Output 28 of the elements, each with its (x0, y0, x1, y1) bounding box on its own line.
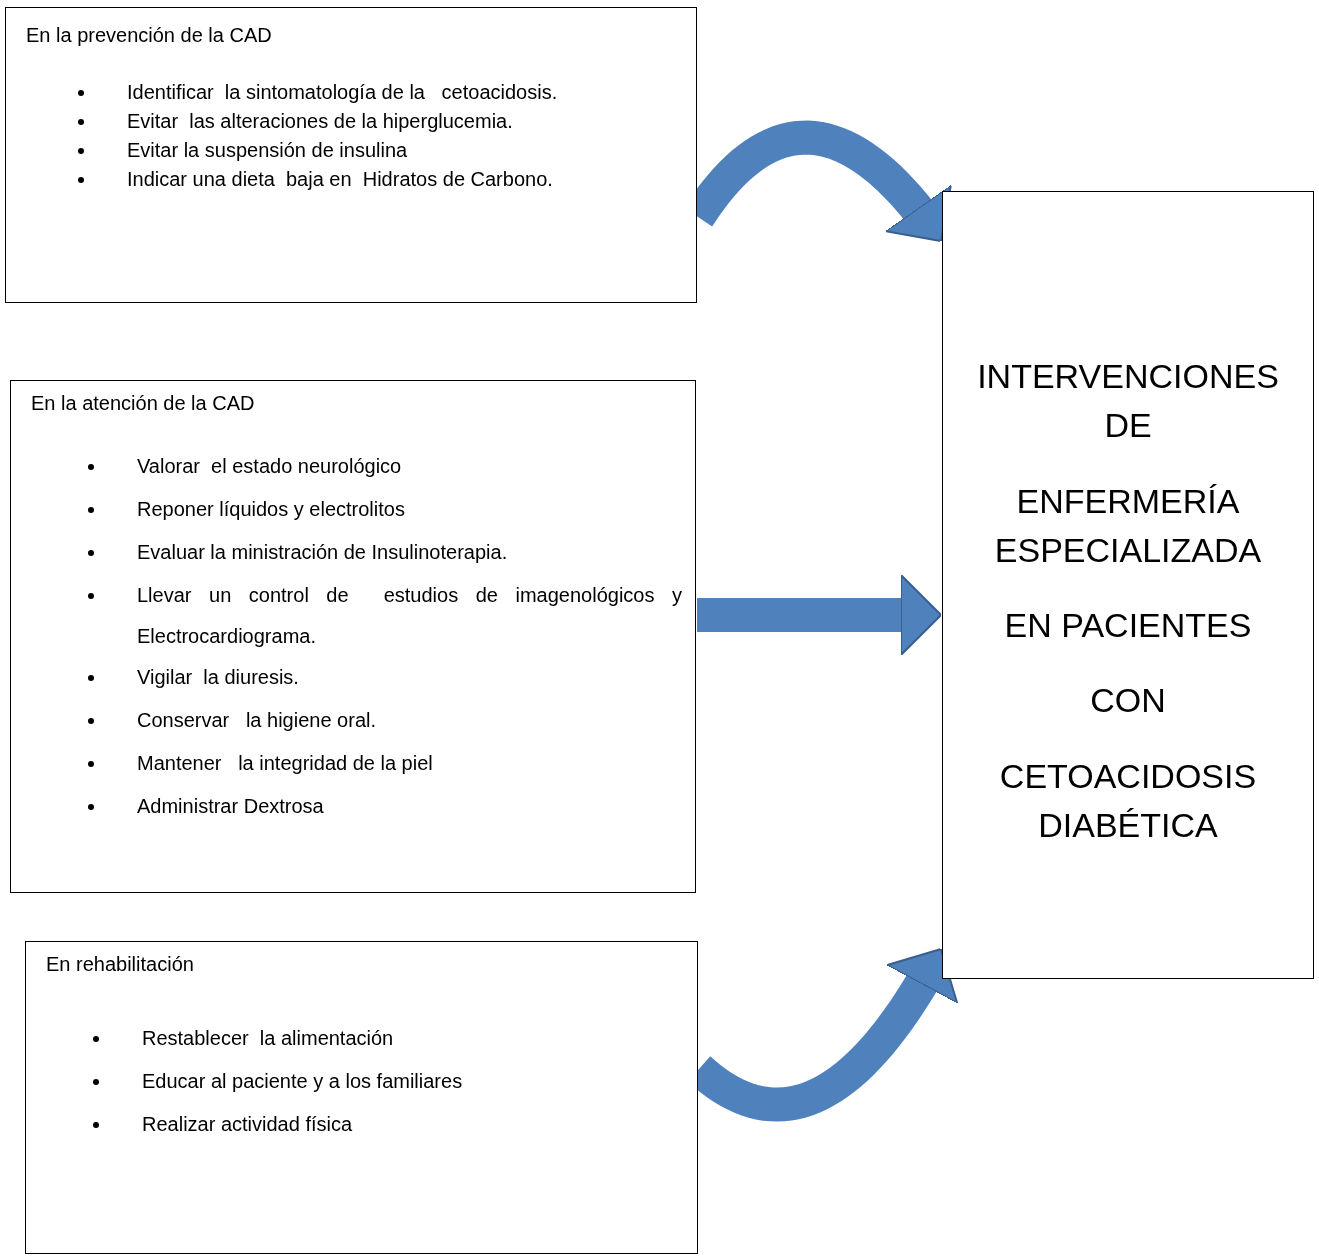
list-item-text: Reponer líquidos y electrolitos (137, 497, 406, 522)
list-item-text: Llevar un control de estudios de imagenológicos y Electrocardiograma. (137, 583, 682, 649)
title-text: ENFERMERÍA ESPECIALIZADA (993, 480, 1263, 571)
list-item-text: Evitar la suspensión de insulina (127, 138, 409, 163)
list-item-text: Conservar la higiene oral. (137, 708, 377, 733)
list-item-text: Indicar una dieta baja en Hidratos de Carbono. (127, 167, 554, 192)
list-item-text: Mantener la integridad de la piel (137, 751, 434, 776)
title-text: INTERVENCIONES DE (976, 356, 1280, 447)
list-item-text: Administrar Dextrosa (137, 794, 325, 819)
section-heading: En rehabilitación (46, 953, 194, 976)
text-box (10, 380, 696, 893)
title-text: CON (1089, 680, 1167, 722)
text-box (942, 191, 1314, 979)
title-text: EN PACIENTES (1003, 605, 1253, 647)
list-item-text: Realizar actividad física (142, 1112, 354, 1137)
list-item-text: Restablecer la alimentación (142, 1026, 395, 1051)
list-item-text: Evitar las alteraciones de la hiperglucemia. (127, 109, 514, 134)
text-box (5, 7, 697, 303)
block-arrow (697, 574, 942, 656)
section-heading: En la atención de la CAD (31, 392, 255, 415)
list-item-text: Educar al paciente y a los familiares (142, 1069, 464, 1094)
title-text: CETOACIDOSIS DIABÉTICA (998, 755, 1258, 847)
list-item-text: Evaluar la ministración de Insulinoterapia. (137, 540, 509, 565)
list-item-text: Vigilar la diuresis. (137, 665, 300, 690)
text-box (25, 941, 698, 1254)
list-item-text: Identificar la sintomatología de la cetoacidosis. (127, 80, 559, 105)
list-item-text: Valorar el estado neurológico (137, 454, 403, 479)
section-heading: En la prevención de la CAD (26, 24, 272, 47)
